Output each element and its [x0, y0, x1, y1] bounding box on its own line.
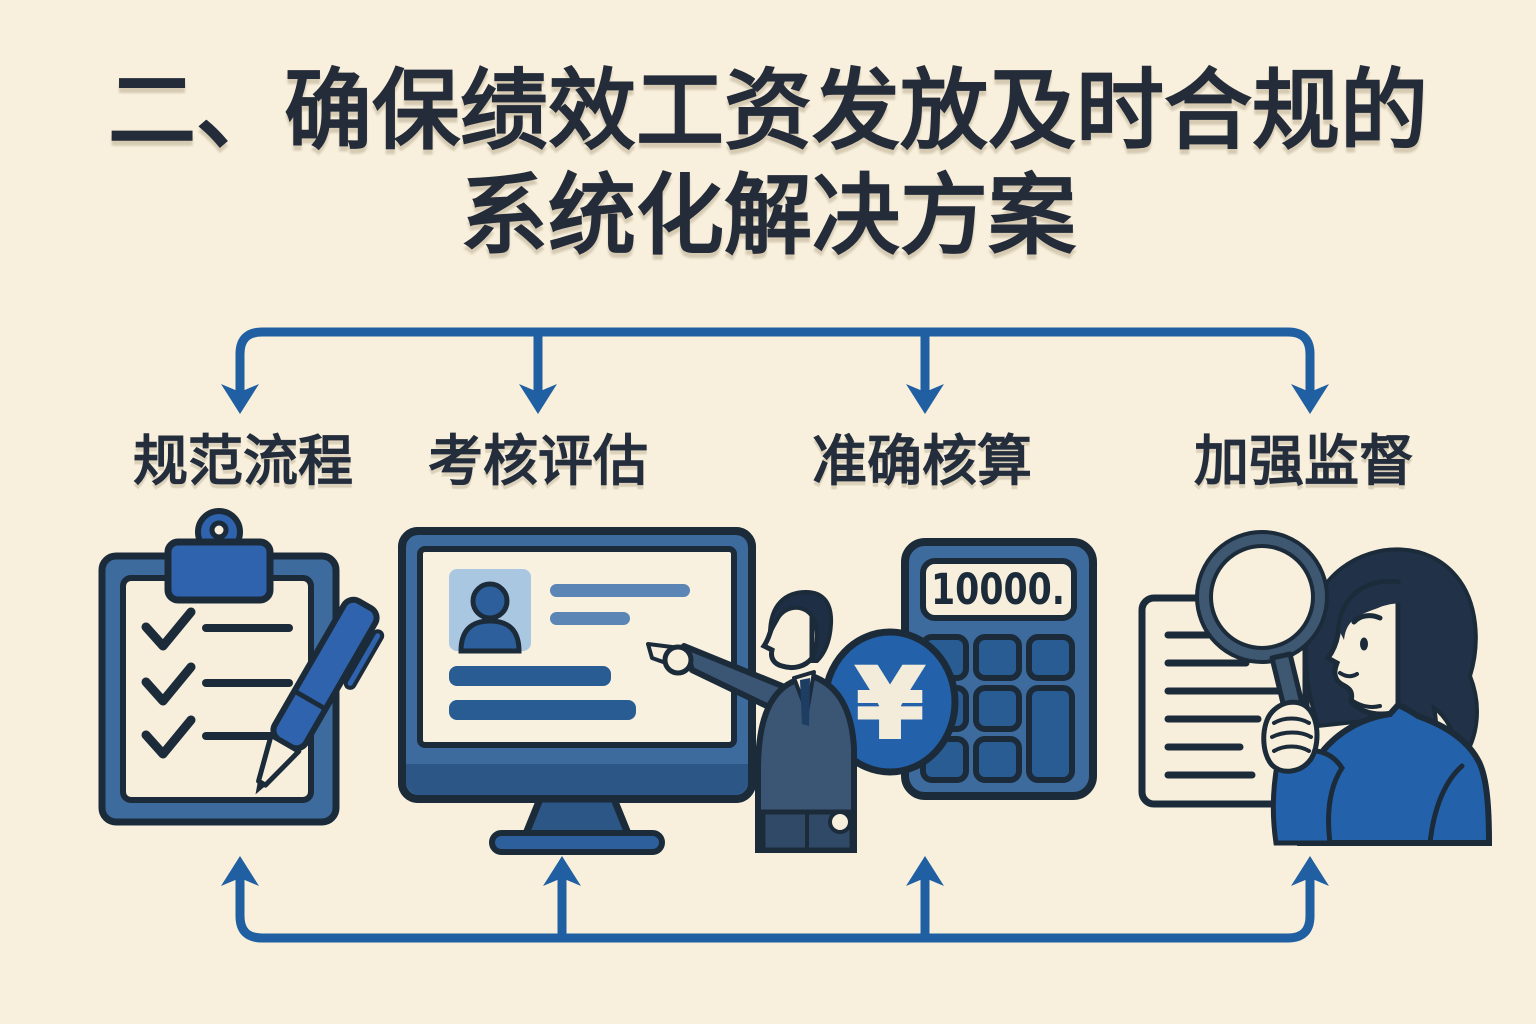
monitor-base	[489, 830, 665, 855]
finger-line	[1272, 744, 1311, 753]
top-bracket-line	[235, 327, 1315, 398]
up-arrow-icon	[906, 856, 944, 886]
calculator-button	[973, 736, 1022, 783]
calculator-display	[920, 558, 1077, 621]
man-tie	[800, 678, 810, 726]
column-label-calculation: 准确核算	[811, 430, 1032, 492]
magnifier-lens	[1204, 539, 1320, 655]
woman-arm-fold	[1427, 763, 1465, 846]
magnifier-ring	[1199, 534, 1325, 660]
down-arrow-icon	[906, 384, 944, 414]
avatar-head-icon	[470, 581, 510, 621]
avatar-shoulders-icon	[458, 618, 522, 654]
up-arrow-icon	[543, 856, 581, 886]
pen-icon	[255, 596, 385, 795]
calculator-button-tall	[1026, 685, 1075, 783]
screen-text-line	[550, 612, 630, 625]
page-title: 二、确保绩效工资发放及时合规的 系统化解决方案	[0, 58, 1536, 268]
column-label-process: 规范流程	[132, 430, 353, 492]
column-label-evaluation: 考核评估	[427, 430, 648, 492]
pen-grip-line	[293, 688, 327, 712]
check-icon	[141, 607, 196, 651]
calculator-button	[973, 634, 1022, 681]
screen-text-line	[550, 584, 690, 597]
hand-finger-lines	[1270, 716, 1313, 753]
woman-eyebrow	[1351, 613, 1383, 625]
woman-lips	[1338, 671, 1359, 679]
column-label-supervision: 加强监督	[1193, 430, 1414, 492]
calculator-display-value: 10000.	[931, 565, 1065, 615]
title-line-1: 二、确保绩效工资发放及时合规的	[107, 61, 1428, 160]
down-arrow-icon	[1291, 384, 1329, 414]
pen-nib	[255, 779, 267, 795]
down-arrow-icon	[519, 384, 557, 414]
title-line-2: 系统化解决方案	[459, 166, 1076, 265]
check-icon	[141, 715, 196, 759]
woman-chin-line	[1351, 699, 1382, 709]
check-icon	[141, 662, 196, 706]
inspector-woman-icon	[1270, 547, 1493, 846]
calculator-button	[1026, 634, 1075, 681]
calculator-yen-coin-icon: 10000. ¥	[821, 538, 1097, 800]
woman-hair-front	[1340, 583, 1442, 640]
up-arrow-icon	[221, 856, 259, 886]
screen-bar	[449, 666, 611, 686]
man-side-hand	[828, 810, 852, 834]
yen-symbol: ¥	[857, 648, 924, 760]
monitor-presenter-icon	[398, 527, 857, 855]
finger-line	[1270, 730, 1313, 739]
checklist-checkmarks	[141, 607, 196, 759]
magnifier-document-inspector-icon	[1138, 530, 1493, 846]
man-hair	[768, 589, 834, 663]
screen-bar	[449, 700, 636, 720]
clipboard-ring-hole	[209, 520, 229, 540]
checklist-lines	[202, 624, 293, 740]
clipboard-clip	[164, 538, 274, 604]
down-arrow-icon	[221, 384, 259, 414]
top-flow-bracket	[221, 327, 1329, 414]
woman-eye	[1360, 637, 1368, 651]
monitor-lower-bezel	[406, 764, 748, 795]
presenter-man-icon	[646, 589, 857, 853]
calculator-button	[973, 685, 1022, 732]
pointing-hand	[662, 644, 694, 676]
clipboard-checklist-pen-icon	[98, 508, 385, 826]
up-arrowheads	[221, 856, 1329, 886]
down-arrowheads	[221, 384, 1329, 414]
magnifier-icon	[1195, 530, 1329, 774]
bottom-flow-bracket	[221, 856, 1329, 943]
up-arrow-icon	[1291, 856, 1329, 886]
bottom-bracket-line	[235, 874, 1315, 943]
finger-line	[1272, 716, 1311, 725]
pen-clip	[343, 629, 385, 690]
